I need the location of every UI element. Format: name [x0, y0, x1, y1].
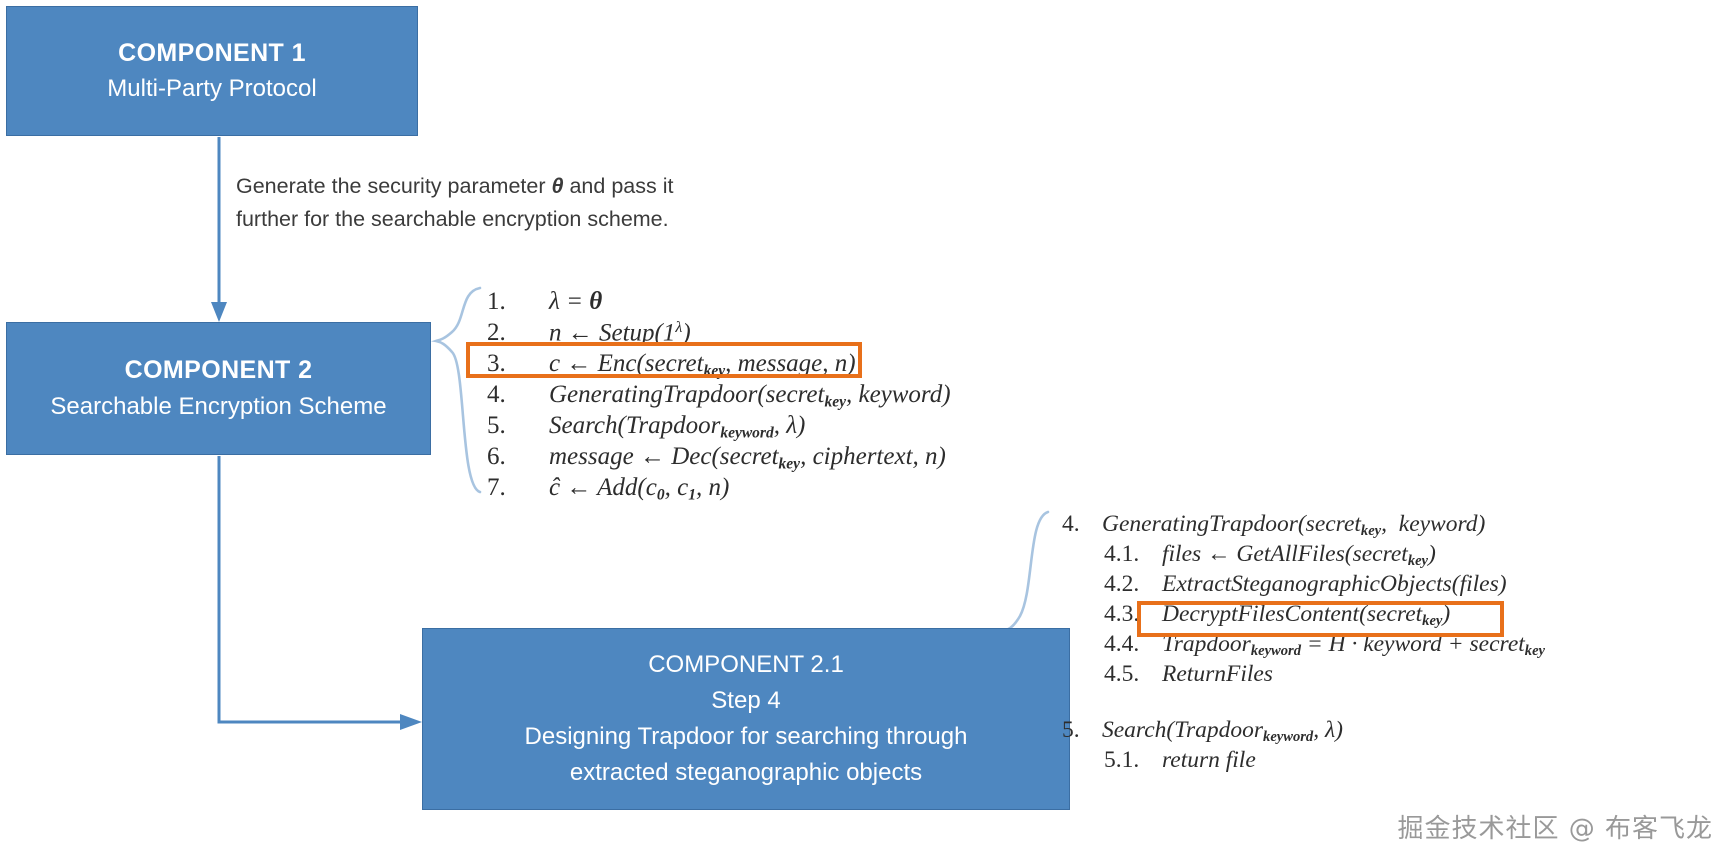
component-2-1-box[interactable]: COMPONENT 2.1 Step 4 Designing Trapdoor …	[422, 628, 1070, 810]
algorithm-step-4: 4. GeneratingTrapdoor(secretkey, keyword…	[1062, 511, 1545, 541]
arrow-annotation-line-1: Generate the security parameter θ and pa…	[236, 170, 706, 203]
step-body: n ← Setup(1λ)	[549, 319, 691, 347]
connector-comp1-to-comp2	[211, 137, 227, 322]
algorithm-step-4-5: 4.5. ReturnFiles	[1062, 661, 1545, 691]
step-body: ĉ ← Add(c0, c1, n)	[549, 474, 730, 504]
algorithm-step-7: 7. ĉ ← Add(c0, c1, n)	[487, 474, 951, 505]
step-number: 5.	[487, 412, 506, 439]
step-number: 4.1.	[1104, 541, 1140, 567]
step-number: 4.	[1062, 511, 1080, 537]
annotation-line1-after: and pass it	[563, 174, 674, 198]
component-2-1-step: Step 4	[711, 687, 781, 714]
step-number: 5.1.	[1104, 747, 1140, 773]
theta-symbol: θ	[551, 174, 564, 198]
step-number: 5.	[1062, 717, 1080, 743]
component-1-title: COMPONENT 1	[118, 38, 306, 67]
step-body: ReturnFiles	[1162, 661, 1273, 687]
brace-main-list	[430, 286, 482, 494]
step-body: Search(Trapdoorkeyword, λ)	[1102, 717, 1343, 746]
connector-comp2-to-comp21	[217, 456, 422, 730]
component-2-1-line-2: extracted steganographic objects	[569, 759, 923, 786]
step-body: c ← Enc(secretkey, message, n)	[549, 350, 856, 380]
step-body: λ = θ	[549, 288, 603, 315]
step-number: 4.2.	[1104, 571, 1140, 597]
algorithm-step-5-1: 5.1. return file	[1062, 747, 1545, 777]
component-2-box[interactable]: COMPONENT 2 Searchable Encryption Scheme	[6, 322, 431, 455]
step-body: DecryptFilesContent(secretkey)	[1162, 601, 1451, 630]
component-2-subtitle: Searchable Encryption Scheme	[50, 392, 387, 420]
step-number: 6.	[487, 443, 506, 470]
arrow-annotation-line-2: further for the searchable encryption sc…	[236, 207, 669, 232]
algorithm-step-4-2: 4.2. ExtractSteganographicObjects(files)	[1062, 571, 1545, 601]
list-spacer	[1062, 691, 1545, 717]
algorithm-step-5: 5. Search(Trapdoorkeyword, λ)	[1062, 717, 1545, 747]
step-number: 2.	[487, 319, 506, 347]
step-body: Search(Trapdoorkeyword, λ)	[549, 412, 806, 442]
step-number: 7.	[487, 474, 506, 501]
algorithm-step-4-4: 4.4. Trapdoorkeyword = H · keyword + sec…	[1062, 631, 1545, 661]
algorithm-list-right: 4. GeneratingTrapdoor(secretkey, keyword…	[1062, 511, 1545, 777]
arrow-annotation-text: Generate the security parameter θ and pa…	[236, 170, 706, 237]
step-body: Trapdoorkeyword = H · keyword + secretke…	[1162, 631, 1545, 660]
algorithm-step-1: 1. λ = θ	[487, 288, 951, 319]
step-body: files ← GetAllFiles(secretkey)	[1162, 541, 1436, 570]
component-2-1-line-1: Designing Trapdoor for searching through	[524, 723, 968, 750]
component-2-title: COMPONENT 2	[124, 356, 313, 385]
annotation-line1-before: Generate the security parameter	[236, 174, 552, 198]
algorithm-list-main: 1. λ = θ 2. n ← Setup(1λ) 3. c ← Enc(sec…	[487, 288, 951, 505]
algorithm-step-5: 5. Search(Trapdoorkeyword, λ)	[487, 412, 951, 443]
step-number: 4.5.	[1104, 661, 1140, 687]
step-body: GeneratingTrapdoor(secretkey, keyword)	[1102, 511, 1486, 540]
component-1-subtitle: Multi-Party Protocol	[107, 75, 317, 103]
algorithm-step-3: 3. c ← Enc(secretkey, message, n)	[487, 350, 951, 381]
step-number: 3.	[487, 350, 506, 377]
step-number: 4.4.	[1104, 631, 1140, 657]
step-number: 4.	[487, 381, 506, 408]
algorithm-step-6: 6. message ← Dec(secretkey, ciphertext, …	[487, 443, 951, 474]
step-body: return file	[1162, 747, 1256, 773]
step-number: 4.3.	[1104, 601, 1140, 627]
step-body: ExtractSteganographicObjects(files)	[1162, 571, 1507, 597]
step-body: GeneratingTrapdoor(secretkey, keyword)	[549, 381, 951, 411]
component-2-1-title: COMPONENT 2.1	[648, 651, 844, 678]
step-number: 1.	[487, 288, 506, 315]
algorithm-step-4-1: 4.1. files ← GetAllFiles(secretkey)	[1062, 541, 1545, 571]
algorithm-step-4: 4. GeneratingTrapdoor(secretkey, keyword…	[487, 381, 951, 412]
component-1-box[interactable]: COMPONENT 1 Multi-Party Protocol	[6, 6, 418, 136]
step-body: message ← Dec(secretkey, ciphertext, n)	[549, 443, 946, 473]
watermark: 掘金技术社区 @ 布客飞龙	[1397, 814, 1713, 844]
algorithm-step-4-3: 4.3. DecryptFilesContent(secretkey)	[1062, 601, 1545, 631]
algorithm-step-2: 2. n ← Setup(1λ)	[487, 319, 951, 350]
